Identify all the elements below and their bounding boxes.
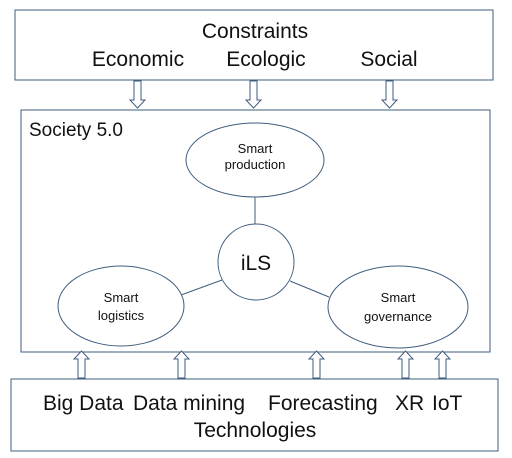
ils-label: iLS [241, 252, 271, 275]
constraints-title: Constraints [202, 20, 308, 43]
up-arrow-icon [307, 350, 326, 379]
technologies-title: Technologies [194, 419, 317, 442]
tech-data-mining: Data mining [133, 392, 245, 415]
tech-forecasting: Forecasting [268, 392, 378, 415]
tech-iot: IoT [432, 392, 463, 415]
technology-arrows [72, 350, 452, 379]
society-label: Society 5.0 [29, 120, 123, 141]
technologies-box [10, 378, 499, 452]
smart-production-label-2: production [225, 157, 286, 172]
smart-governance-label-1: Smart [381, 290, 416, 305]
up-arrow-icon [172, 350, 191, 379]
smart-logistics-node [57, 265, 185, 347]
smart-governance-node [327, 265, 469, 349]
up-arrow-icon [396, 350, 415, 379]
smart-governance-label-2: governance [364, 309, 432, 324]
smart-logistics-label-1: Smart [104, 290, 139, 305]
constraint-arrows [128, 80, 399, 109]
smart-production-label-1: Smart [238, 141, 273, 156]
constraint-social: Social [360, 48, 417, 71]
constraint-economic: Economic [92, 48, 184, 71]
smart-production-node [185, 122, 325, 198]
tech-big-data: Big Data [43, 392, 124, 415]
constraint-ecologic: Ecologic [226, 48, 305, 71]
down-arrow-icon [244, 80, 263, 109]
connectors [180, 197, 330, 298]
down-arrow-icon [128, 80, 147, 109]
up-arrow-icon [72, 350, 91, 379]
tech-xr: XR [395, 392, 424, 415]
down-arrow-icon [380, 80, 399, 109]
smart-logistics-label-2: logistics [98, 308, 145, 323]
constraints-box [14, 9, 494, 81]
up-arrow-icon [433, 350, 452, 379]
ils-node [217, 223, 295, 301]
